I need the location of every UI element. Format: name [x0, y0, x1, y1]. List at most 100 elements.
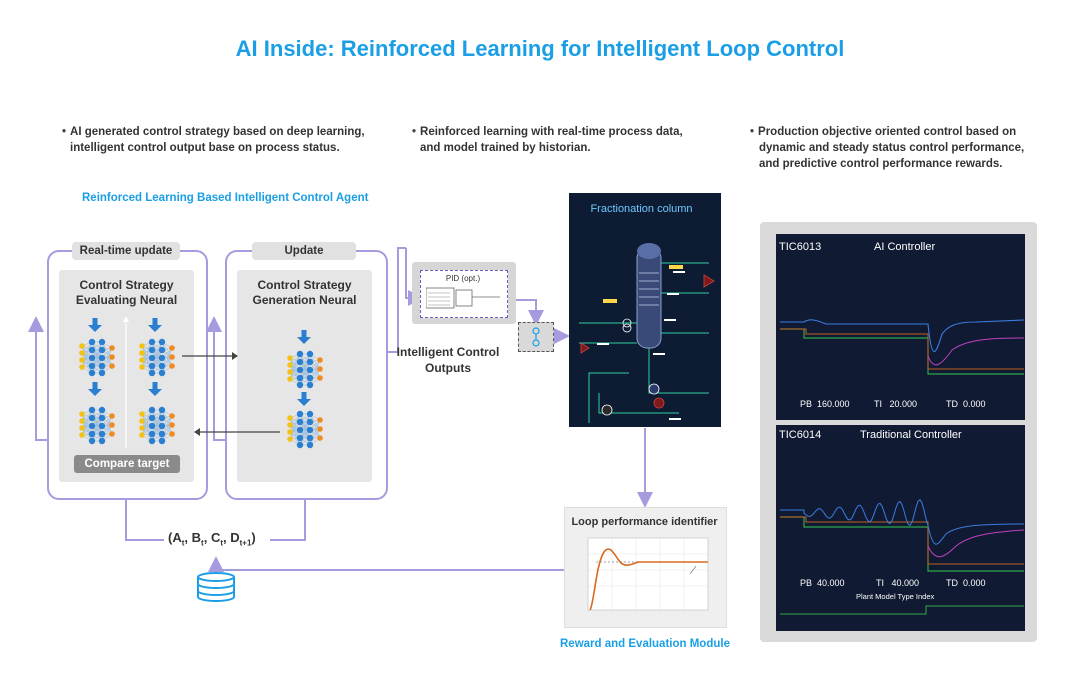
fractionation-title: Fractionation column — [590, 203, 693, 215]
trend2-ti-label: TI — [876, 578, 884, 588]
switch-icon — [532, 327, 540, 347]
trend1-ti: TI 20.000 — [874, 399, 917, 409]
state-formula: (At, Bt, Ct, Dt+1) — [168, 530, 256, 548]
neural-net-icon — [79, 338, 115, 377]
traditional-trend-panel — [776, 425, 1025, 631]
formula-sub-d: t+1 — [239, 538, 252, 548]
down-arrow-icon — [301, 330, 307, 337]
control-outputs-line-2: Outputs — [425, 361, 471, 375]
down-arrow-icon — [92, 382, 98, 389]
bullet-2-line-2: and model trained by historian. — [420, 142, 591, 154]
ai-trend-panel — [776, 234, 1025, 420]
trend1-name: AI Controller — [874, 241, 936, 253]
evaluating-title-line-1: Control Strategy — [79, 278, 174, 292]
neural-net-icon — [79, 406, 115, 445]
switch-box — [518, 322, 554, 352]
left-feedback-line — [28, 316, 48, 441]
down-arrow-head — [148, 389, 162, 396]
pid-to-switch-line — [516, 299, 544, 326]
bullet-3-line-3: and predictive control performance rewar… — [759, 158, 1003, 170]
neural-net-icon — [287, 350, 323, 389]
eval-to-gen-head — [232, 352, 238, 360]
generation-title: Control Strategy Generation Neural — [237, 278, 372, 308]
trend2-td-value: 0.000 — [963, 578, 986, 588]
divider-arrow — [123, 316, 129, 322]
bullet-3-line-2: dynamic and steady status control perfor… — [759, 142, 1025, 154]
down-arrow-icon — [301, 392, 307, 399]
agent-label: Reinforced Learning Based Intelligent Co… — [82, 192, 369, 204]
page-title: AI Inside: Reinforced Learning for Intel… — [235, 36, 845, 61]
formula-sub-c: t — [220, 538, 223, 548]
trend2-pb-value: 40.000 — [817, 578, 845, 588]
to-pid-line — [386, 247, 406, 353]
formula-sub-a: t — [181, 538, 185, 548]
trend1-ti-label: TI — [874, 399, 882, 409]
tab-real-time-update: Real-time update — [72, 242, 180, 260]
evaluating-title-line-2: Evaluating Neural — [75, 293, 178, 307]
trend2-ti: TI 40.000 — [876, 578, 919, 588]
generation-inner — [237, 270, 372, 482]
down-arrow-head — [88, 389, 102, 396]
down-arrow-head — [297, 399, 311, 406]
down-arrow-icon — [92, 318, 98, 325]
reward-label: Reward and Evaluation Module — [560, 638, 730, 650]
bullet-1-line-1: AI generated control strategy based on d… — [70, 126, 365, 138]
bullet-1-line-2: intelligent control output base on proce… — [70, 142, 340, 154]
bullet-3: •Production objective oriented control b… — [750, 126, 1025, 170]
trend1-pb: PB 160.000 — [800, 399, 850, 409]
bullet-3-line-1: Production objective oriented control ba… — [758, 126, 1017, 138]
plant-model-index-label: Plant Model Type Index — [856, 592, 935, 601]
trend1-tag: TIC6013 — [779, 241, 822, 253]
neural-net-icon — [139, 338, 175, 377]
control-outputs-label: Intelligent Control Outputs — [392, 344, 504, 376]
trend1-ti-value: 20.000 — [889, 399, 918, 409]
fractionation-diagram — [579, 243, 715, 423]
tab-update: Update — [252, 242, 356, 260]
trend2-pb: PB 40.000 — [800, 578, 845, 588]
right-bracket-line — [270, 500, 306, 541]
loop-identifier-title: Loop performance identifier — [571, 516, 718, 528]
down-arrow-head — [148, 325, 162, 332]
formula-sub-b: t — [201, 538, 204, 548]
formula-d: D — [230, 530, 240, 545]
down-arrow-head — [297, 337, 311, 344]
down-arrow-icon — [152, 382, 158, 389]
trend2-td: TD 0.000 — [946, 578, 986, 588]
neural-net-icon — [287, 410, 323, 449]
bullet-1: •AI generated control strategy based on … — [62, 126, 365, 154]
trend2-tag: TIC6014 — [779, 429, 822, 441]
trend1-pb-label: PB — [800, 399, 813, 409]
formula-c: C — [210, 530, 221, 545]
trend2-td-label: TD — [946, 578, 958, 588]
trend1-td-label: TD — [946, 399, 958, 409]
left-bracket-line — [125, 500, 164, 541]
mid-feedback-line — [206, 316, 226, 441]
gen-to-eval-head — [194, 428, 200, 436]
database-icon — [197, 572, 235, 602]
generation-title-line-1: Control Strategy — [257, 278, 352, 292]
generation-title-line-2: Generation Neural — [252, 293, 357, 307]
evaluating-title: Control Strategy Evaluating Neural — [59, 278, 194, 308]
bullet-2: •Reinforced learning with real-time proc… — [412, 126, 683, 154]
step-response-chart — [587, 537, 709, 611]
trend1-td-value: 0.000 — [963, 399, 986, 409]
bullet-2-line-1: Reinforced learning with real-time proce… — [420, 126, 683, 138]
neural-net-icon — [139, 406, 175, 445]
formula-a: A — [172, 530, 182, 545]
formula-b: B — [191, 530, 202, 545]
trend2-ti-value: 40.000 — [891, 578, 920, 588]
identifier-to-database-line — [208, 556, 564, 572]
pid-mini-diagram — [426, 287, 500, 309]
compare-target-button[interactable]: Compare target — [74, 455, 180, 473]
down-arrow-icon — [152, 318, 158, 325]
trend1-td: TD 0.000 — [946, 399, 986, 409]
trend-curves — [780, 319, 1025, 615]
trend2-pb-label: PB — [800, 578, 813, 588]
control-outputs-line-1: Intelligent Control — [396, 345, 500, 359]
down-arrow-head — [88, 325, 102, 332]
pid-label: PID (opt.) — [445, 274, 481, 283]
trend2-name: Traditional Controller — [860, 429, 962, 441]
trend1-pb-value: 160.000 — [817, 399, 850, 409]
